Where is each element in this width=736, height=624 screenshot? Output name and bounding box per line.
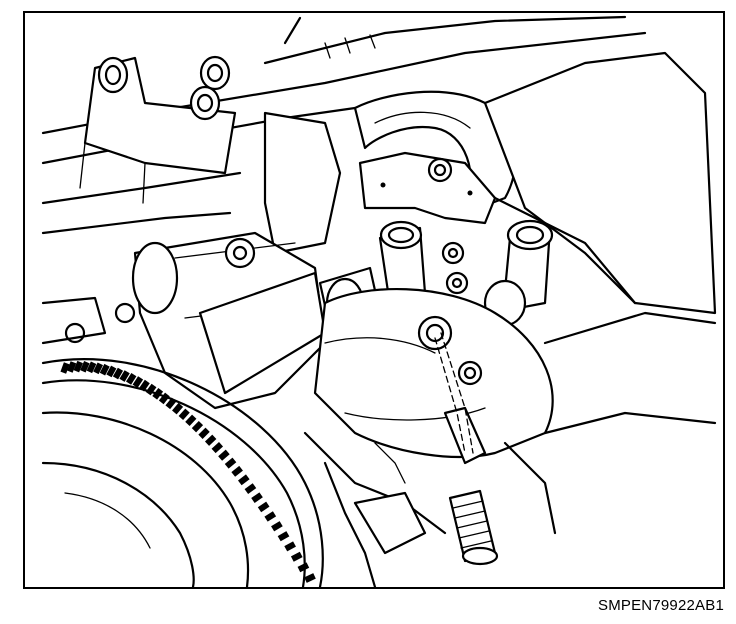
- gear-tooth: [106, 365, 117, 378]
- mounting-bracket-left: [79, 55, 237, 204]
- gear-tooth: [126, 373, 137, 385]
- gear-tooth: [80, 360, 90, 373]
- gear-tooth: [93, 362, 104, 375]
- gear-tooth: [257, 501, 270, 513]
- gear-tooth: [204, 434, 217, 446]
- gear-tooth: [165, 397, 177, 410]
- gear-tooth: [86, 361, 97, 374]
- gear-tooth: [231, 465, 243, 477]
- gear-tooth: [152, 387, 164, 400]
- gear-tooth: [119, 370, 130, 382]
- flywheel-ring-gear-teeth: [60, 360, 316, 583]
- gear-tooth: [290, 551, 303, 562]
- gear-tooth: [178, 408, 190, 421]
- gear-tooth: [237, 474, 250, 486]
- gear-tooth: [264, 511, 277, 522]
- gear-tooth: [158, 392, 170, 405]
- gear-tooth: [211, 442, 224, 454]
- gear-tooth: [271, 521, 283, 532]
- illustration-frame: [23, 11, 725, 589]
- gear-tooth: [60, 362, 70, 374]
- gear-tooth: [112, 367, 124, 380]
- gear-tooth: [73, 360, 83, 373]
- gear-tooth: [139, 379, 150, 392]
- gear-tooth: [284, 541, 296, 552]
- gear-tooth: [304, 573, 316, 583]
- starter-bolt: [434, 332, 499, 566]
- heat-shield-bracket: [358, 151, 637, 305]
- gear-tooth: [185, 414, 197, 427]
- figure-code-label: SMPEN79922AB1: [597, 597, 724, 614]
- gear-tooth: [297, 562, 310, 573]
- starter-motor: [131, 231, 327, 410]
- gear-tooth: [191, 420, 204, 433]
- flywheel: [41, 302, 324, 587]
- engine-starter-illustration: [41, 15, 717, 587]
- starter-housing: [313, 287, 717, 465]
- gear-tooth: [99, 363, 110, 376]
- gear-tooth: [251, 492, 263, 503]
- gear-tooth: [132, 376, 144, 388]
- gear-tooth: [67, 361, 77, 373]
- engine-block-lower: [41, 296, 557, 587]
- gear-tooth: [244, 483, 257, 494]
- gear-tooth: [198, 427, 210, 439]
- gear-tooth: [218, 449, 230, 461]
- gear-tooth: [172, 402, 184, 415]
- gear-tooth: [277, 531, 290, 542]
- gear-tooth: [224, 457, 237, 469]
- gear-tooth: [145, 383, 157, 396]
